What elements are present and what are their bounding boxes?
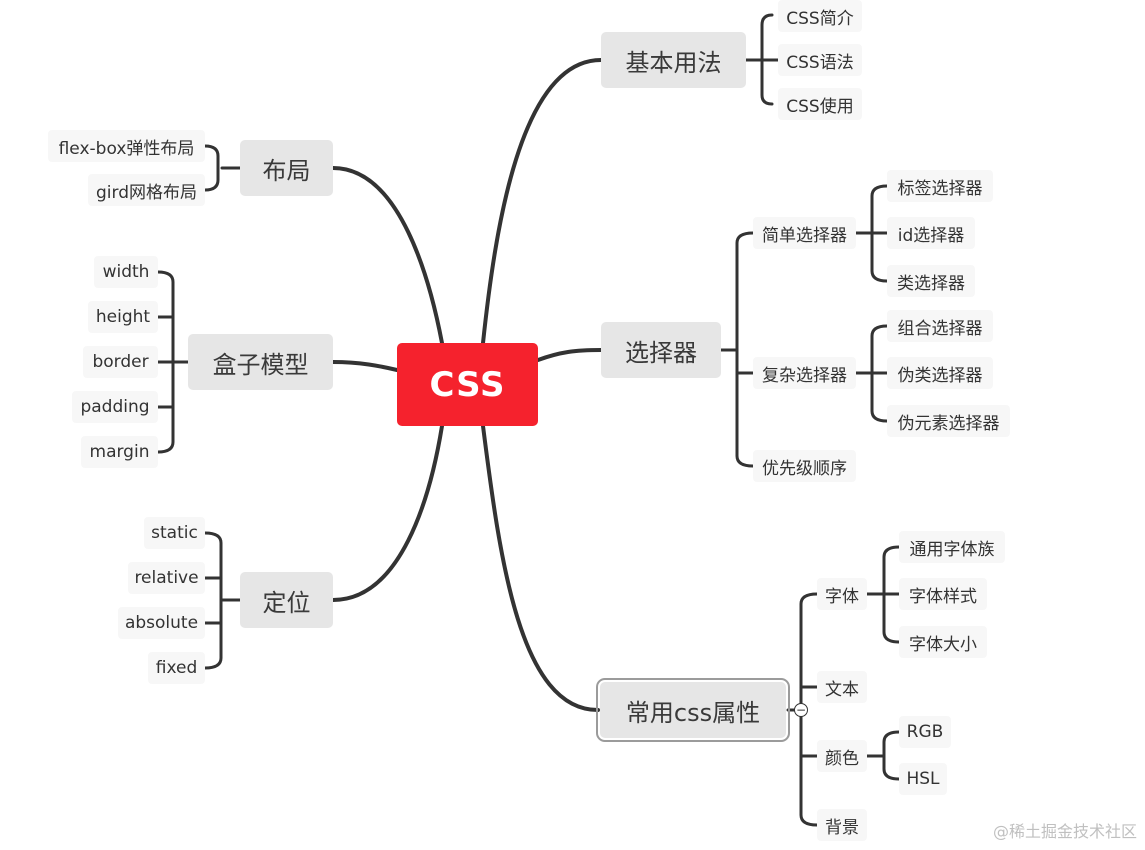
- leaf-absolute[interactable]: absolute: [118, 607, 205, 639]
- topic-label: 选择器: [625, 338, 697, 367]
- topic-label: 定位: [262, 588, 311, 617]
- leaf-label: width: [102, 262, 150, 282]
- subtopic-color[interactable]: 颜色: [817, 740, 867, 772]
- subtopic-label: 优先级顺序: [762, 458, 847, 479]
- subtopic-label: 简单选择器: [762, 225, 847, 246]
- leaf-id-selector[interactable]: id选择器: [887, 217, 975, 249]
- leaf-rgb[interactable]: RGB: [899, 716, 951, 748]
- subtopic-priority-order[interactable]: 优先级顺序: [753, 450, 856, 482]
- subtopic-complex-selectors[interactable]: 复杂选择器: [753, 357, 856, 389]
- topic-common-css-properties[interactable]: 常用css属性: [596, 678, 790, 742]
- topic-layout[interactable]: 布局: [240, 140, 333, 196]
- leaf-label: static: [151, 523, 198, 543]
- connector-selector: [536, 348, 603, 362]
- subtopic-simple-selectors[interactable]: 简单选择器: [753, 217, 856, 249]
- leaf-label: relative: [134, 568, 199, 588]
- leaf-label: 字体大小: [909, 634, 977, 655]
- subtopic-label: 背景: [825, 817, 859, 838]
- minus-circle-icon[interactable]: −: [794, 703, 808, 717]
- leaf-margin[interactable]: margin: [81, 436, 158, 468]
- leaf-fixed[interactable]: fixed: [148, 652, 205, 684]
- topic-basic-usage[interactable]: 基本用法: [601, 32, 746, 88]
- leaf-label: 伪类选择器: [897, 365, 983, 386]
- leaf-label: height: [95, 307, 151, 327]
- leaf-border[interactable]: border: [83, 346, 158, 378]
- leaf-label: 通用字体族: [909, 539, 995, 560]
- subtopic-label: 文本: [825, 679, 859, 700]
- topic-label: 盒子模型: [212, 350, 309, 379]
- leaf-label: CSS简介: [786, 8, 854, 29]
- leaf-label: 标签选择器: [897, 178, 983, 199]
- leaf-label: 组合选择器: [897, 318, 983, 339]
- topic-box-model[interactable]: 盒子模型: [188, 334, 333, 390]
- leaf-label: gird网格布局: [96, 182, 197, 203]
- leaf-height[interactable]: height: [88, 301, 158, 333]
- leaf-label: RGB: [906, 722, 944, 742]
- topic-positioning[interactable]: 定位: [240, 572, 333, 628]
- subtopic-font[interactable]: 字体: [817, 578, 867, 610]
- leaf-class-selector[interactable]: 类选择器: [887, 265, 975, 297]
- leaf-label: flex-box弹性布局: [58, 138, 195, 159]
- leaf-font-size[interactable]: 字体大小: [899, 626, 987, 658]
- subtopic-text[interactable]: 文本: [817, 671, 867, 703]
- leaf-pseudo-element-selector[interactable]: 伪元素选择器: [887, 405, 1010, 437]
- subtopic-label: 字体: [825, 586, 859, 607]
- connector-position: [331, 424, 444, 602]
- leaf-static[interactable]: static: [144, 517, 205, 549]
- leaf-label: CSS使用: [786, 96, 854, 117]
- leaf-label: padding: [80, 397, 150, 417]
- leaf-padding[interactable]: padding: [72, 391, 158, 423]
- leaf-label: 伪元素选择器: [897, 413, 1000, 434]
- topic-label: 常用css属性: [625, 698, 761, 727]
- root-label: CSS: [429, 364, 506, 405]
- leaf-css-intro[interactable]: CSS简介: [778, 0, 862, 32]
- leaf-css-usage[interactable]: CSS使用: [778, 88, 862, 120]
- connector-common: [481, 424, 600, 712]
- leaf-css-syntax[interactable]: CSS语法: [778, 44, 862, 76]
- leaf-label: 字体样式: [909, 586, 977, 607]
- leaf-label: HSL: [906, 769, 940, 789]
- connector-box: [331, 360, 399, 372]
- leaf-grid[interactable]: gird网格布局: [88, 174, 205, 206]
- leaf-hsl[interactable]: HSL: [899, 763, 947, 795]
- leaf-pseudo-class-selector[interactable]: 伪类选择器: [887, 357, 993, 389]
- leaf-label: fixed: [155, 658, 198, 678]
- leaf-label: 类选择器: [897, 273, 965, 294]
- topic-label: 布局: [262, 156, 311, 185]
- leaf-label: margin: [89, 442, 150, 462]
- leaf-label: id选择器: [897, 225, 965, 246]
- root-node-css[interactable]: CSS: [397, 343, 538, 426]
- leaf-relative[interactable]: relative: [128, 562, 205, 594]
- leaf-font-style[interactable]: 字体样式: [899, 578, 987, 610]
- connector-layout: [331, 166, 444, 345]
- leaf-flexbox[interactable]: flex-box弹性布局: [48, 130, 205, 162]
- topic-label: 基本用法: [625, 48, 722, 77]
- leaf-tag-selector[interactable]: 标签选择器: [887, 170, 993, 202]
- leaf-label: absolute: [124, 613, 199, 633]
- leaf-generic-font-family[interactable]: 通用字体族: [899, 531, 1005, 563]
- connector-basic: [481, 58, 603, 345]
- leaf-width[interactable]: width: [94, 256, 158, 288]
- subtopic-background[interactable]: 背景: [817, 809, 867, 841]
- leaf-combinator-selector[interactable]: 组合选择器: [887, 310, 993, 342]
- leaf-label: border: [92, 352, 149, 372]
- subtopic-label: 颜色: [825, 748, 859, 769]
- subtopic-label: 复杂选择器: [762, 365, 847, 386]
- watermark: @稀土掘金技术社区: [992, 822, 1137, 841]
- topic-selectors[interactable]: 选择器: [601, 322, 721, 378]
- leaf-label: CSS语法: [786, 52, 854, 73]
